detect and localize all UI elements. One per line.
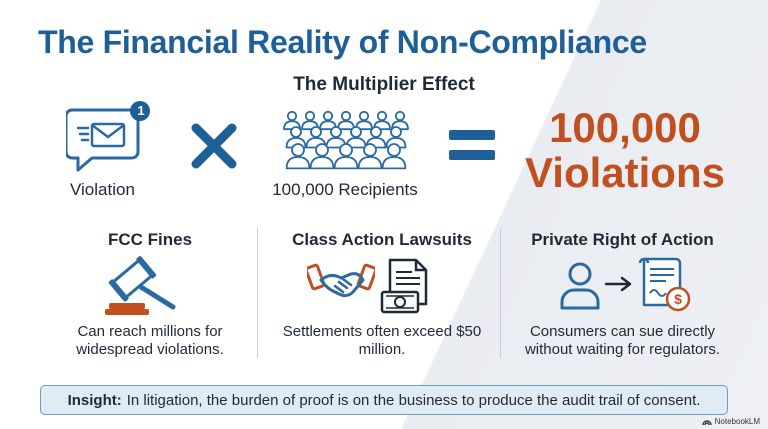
page-title: The Financial Reality of Non-Compliance	[38, 24, 647, 60]
result-total: 100,000 Violations	[515, 105, 735, 196]
column-divider	[500, 228, 501, 358]
gavel-icon	[103, 255, 183, 317]
equals-icon	[447, 128, 497, 164]
consumer-icon	[558, 260, 602, 310]
arrow-right-icon	[604, 275, 634, 293]
column-desc-private-right: Consumers can sue directly without waiti…	[524, 323, 721, 358]
person-icon	[381, 143, 407, 170]
handshake-icon	[307, 258, 375, 308]
multiply-icon	[190, 122, 238, 170]
person-icon	[385, 126, 407, 149]
person-icon	[357, 143, 383, 170]
person-icon	[285, 143, 311, 170]
person-icon	[355, 110, 373, 131]
person-icon	[285, 126, 307, 149]
person-icon	[309, 143, 335, 170]
column-divider	[257, 228, 258, 358]
column-title-class-action: Class Action Lawsuits	[292, 230, 472, 249]
brand-logo-icon	[701, 419, 712, 425]
svg-text:$: $	[674, 291, 682, 307]
legal-claim-document-icon: $	[636, 255, 694, 315]
column-desc-class-action: Settlements often exceed $50 million.	[282, 323, 482, 358]
result-number: 100,000	[549, 104, 701, 151]
result-unit: Violations	[525, 149, 725, 197]
crowd-icon	[276, 102, 416, 176]
message-icon	[66, 100, 156, 172]
insight-text: In litigation, the burden of proof is on…	[126, 391, 701, 409]
recipients-label: 100,000 Recipients	[272, 180, 418, 199]
person-icon	[337, 110, 355, 131]
insight-banner: Insight: In litigation, the burden of pr…	[40, 385, 728, 415]
section-subtitle: The Multiplier Effect	[293, 74, 475, 95]
violation-label: Violation	[70, 180, 135, 199]
brand-watermark: NotebookLM	[701, 417, 760, 426]
settlement-document-icon	[380, 258, 432, 316]
person-icon	[345, 126, 367, 149]
column-title-fcc-fines: FCC Fines	[107, 230, 193, 249]
person-icon	[333, 143, 359, 170]
brand-name: NotebookLM	[714, 417, 760, 426]
notification-badge: 1	[137, 103, 145, 118]
insight-label: Insight:	[67, 391, 122, 409]
column-title-private-right: Private Right of Action	[531, 230, 714, 249]
column-desc-fcc-fines: Can reach millions for widespread violat…	[76, 323, 224, 358]
person-icon	[373, 110, 391, 131]
person-icon	[319, 110, 337, 131]
